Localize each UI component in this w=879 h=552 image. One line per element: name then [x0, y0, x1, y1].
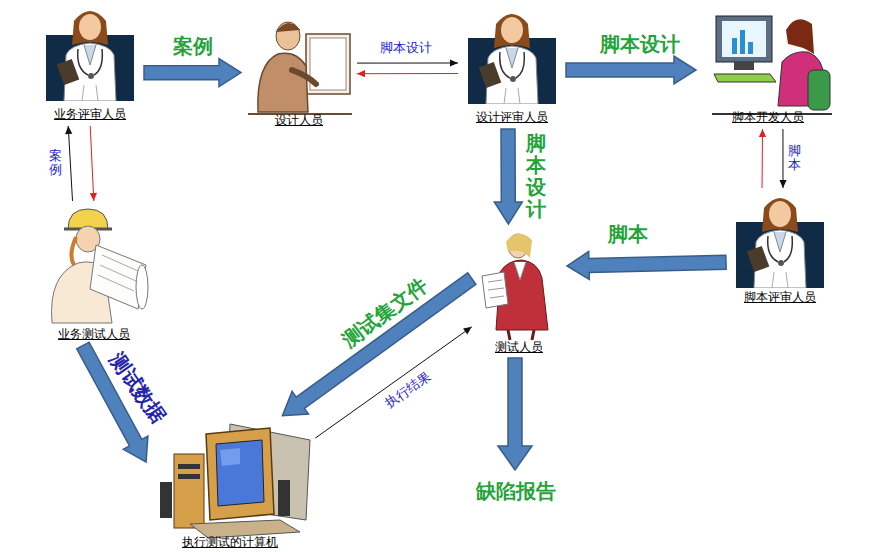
role-caption: 设计评审人员 [476, 110, 548, 125]
thin-arrow [779, 129, 786, 188]
role-node: 执行测试的计算机 [148, 418, 312, 550]
edge-label: 脚本 [788, 144, 801, 173]
defect-arrow [498, 358, 532, 470]
edge-label: 脚本设计 [600, 33, 680, 55]
edge-label: 案例 [49, 149, 62, 178]
role-node: 业务评审人员 [40, 5, 140, 122]
role-caption: 业务评审人员 [54, 107, 126, 122]
role-caption: 业务测试人员 [58, 327, 130, 342]
computer-figure [160, 424, 310, 538]
reviewer-figure [468, 14, 556, 104]
role-caption: 脚本开发人员 [732, 110, 804, 125]
role-caption: 脚本评审人员 [744, 290, 816, 305]
edge-label: 脚本 [608, 223, 648, 245]
role-node: 测试人员 [475, 228, 563, 355]
edge-label: 脚本设计 [380, 41, 432, 55]
flow-arrow [144, 59, 241, 87]
reviewer-figure [46, 11, 134, 101]
business-tester-figure [52, 209, 148, 323]
result-label: 缺陷报告 [476, 478, 556, 505]
edge-label: 脚本设计 [526, 132, 546, 220]
flow-arrow [494, 129, 522, 224]
role-node: 设计人员 [245, 10, 353, 128]
flow-arrow [567, 252, 726, 280]
role-node: 脚本评审人员 [730, 192, 830, 305]
edge-label: 执行结果 [383, 369, 434, 411]
thin-arrow [357, 59, 458, 66]
role-node: 业务测试人员 [35, 205, 153, 342]
thin-arrow [357, 70, 458, 77]
reviewer-figure [736, 198, 824, 288]
flow-arrow [566, 56, 696, 84]
thin-arrow [759, 129, 766, 188]
tester-figure [482, 233, 548, 340]
thin-arrow [315, 327, 471, 438]
role-caption: 测试人员 [495, 340, 543, 355]
edge-label: 案例 [173, 35, 213, 57]
designer-figure [248, 22, 352, 114]
role-caption: 设计人员 [275, 113, 323, 128]
thin-arrow [65, 126, 72, 201]
role-node: 设计评审人员 [462, 8, 562, 125]
role-caption: 执行测试的计算机 [182, 535, 278, 550]
thin-arrow [90, 126, 97, 201]
developer-figure [712, 16, 832, 114]
role-node: 脚本开发人员 [700, 8, 836, 125]
